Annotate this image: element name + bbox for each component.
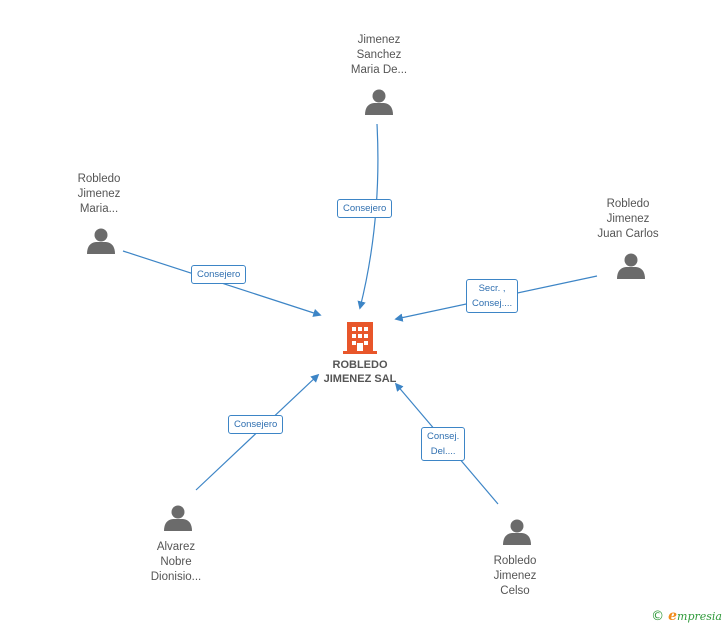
- person-head: [94, 228, 108, 242]
- person-label-p4[interactable]: Alvarez Nobre Dionisio...: [150, 541, 202, 583]
- edge-label-p3[interactable]: Secr. , Consej....: [466, 279, 519, 313]
- person-head: [171, 505, 185, 519]
- person-icon[interactable]: [503, 519, 531, 546]
- person-label-p3[interactable]: Robledo Jimenez Juan Carlos: [597, 198, 659, 240]
- person-body: [365, 103, 393, 115]
- copyright-symbol: ©: [651, 609, 665, 624]
- brand-rest: mpresia: [677, 610, 722, 623]
- brand-initial: e: [668, 608, 678, 624]
- person-head: [624, 253, 638, 267]
- person-icon[interactable]: [617, 253, 645, 280]
- edge-label-p1[interactable]: Consejero: [337, 199, 393, 218]
- person-head: [510, 519, 524, 533]
- person-icon[interactable]: [365, 89, 393, 116]
- person-body: [164, 519, 192, 531]
- empresia-watermark: ©empresia: [651, 608, 722, 624]
- person-label-p5[interactable]: Robledo Jimenez Celso: [493, 555, 537, 597]
- people-layer: [87, 89, 645, 546]
- edge-label-p5[interactable]: Consej. Del....: [421, 427, 466, 461]
- person-body: [503, 533, 531, 545]
- person-head: [372, 89, 386, 103]
- building-icon: [343, 322, 377, 354]
- company-label-line1: ROBLEDO: [332, 359, 388, 371]
- person-label-p1[interactable]: Jimenez Sanchez Maria De...: [350, 34, 408, 76]
- person-icon[interactable]: [87, 228, 115, 255]
- person-body: [617, 267, 645, 279]
- edge-p1: [357, 123, 379, 310]
- person-icon[interactable]: [164, 505, 192, 532]
- company-label[interactable]: ROBLEDO JIMENEZ SAL: [300, 358, 420, 386]
- company-node[interactable]: [343, 322, 377, 354]
- edge-label-p4[interactable]: Consejero: [228, 415, 284, 434]
- edges-layer: [122, 123, 598, 505]
- company-label-line2: JIMENEZ SAL: [323, 373, 397, 385]
- edge-label-p2[interactable]: Consejero: [191, 265, 247, 284]
- person-label-p2[interactable]: Robledo Jimenez Maria...: [77, 173, 121, 215]
- person-body: [87, 242, 115, 254]
